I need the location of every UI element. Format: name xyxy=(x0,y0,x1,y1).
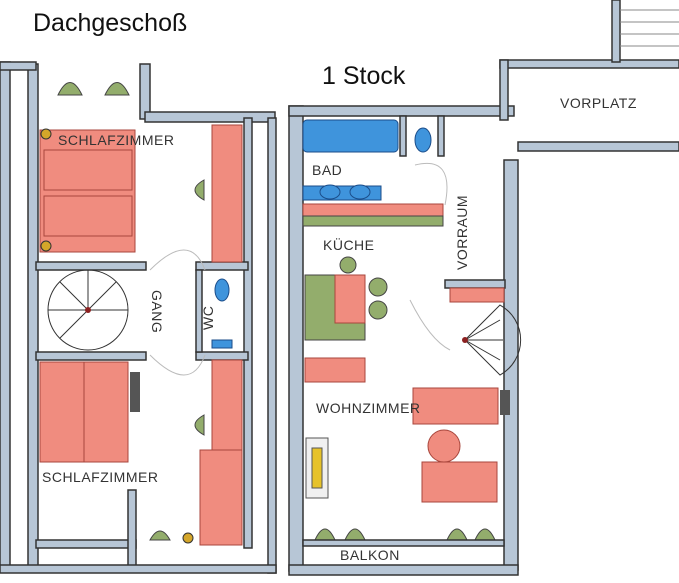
wardrobe xyxy=(211,124,243,263)
kitchen-counter xyxy=(302,203,444,217)
room-label-hall: VORRAUM xyxy=(454,195,470,270)
room-label-landing: VORPLATZ xyxy=(560,95,637,111)
room-label-wc: WC xyxy=(200,306,216,330)
toilet-icon xyxy=(214,278,230,302)
sofa xyxy=(412,387,499,425)
bathtub-icon xyxy=(302,119,399,153)
tv-icon xyxy=(311,447,323,489)
chair-icon xyxy=(57,82,83,96)
spiral-staircase xyxy=(462,304,522,376)
room-label-kitchen: KÜCHE xyxy=(323,236,375,253)
attic-title: Dachgeschoß xyxy=(33,9,187,37)
room-label-corridor: GANG xyxy=(149,290,165,333)
chair-icon xyxy=(104,82,130,96)
room-label-bedroom-top: SCHLAFZIMMER xyxy=(58,132,174,148)
landing-area: VORPLATZ xyxy=(499,0,679,152)
room-label-bathroom: BAD xyxy=(312,162,342,178)
toilet-icon xyxy=(414,127,432,153)
first-floor-title: 1 Stock xyxy=(322,62,406,90)
room-label-living-room: WOHNZIMMER xyxy=(316,400,421,416)
first-floor-plan: BAD KÜCHE VORRAUM WOHNZIMMER BALKON xyxy=(288,105,522,576)
room-label-balcony: BALKON xyxy=(340,547,400,563)
spiral-staircase xyxy=(47,269,129,351)
round-table xyxy=(427,429,461,463)
attic-plan: SCHLAFZIMMER GANG WC SCHLAFZIMMER xyxy=(0,61,277,574)
room-label-bedroom-bottom: SCHLAFZIMMER xyxy=(42,469,158,485)
